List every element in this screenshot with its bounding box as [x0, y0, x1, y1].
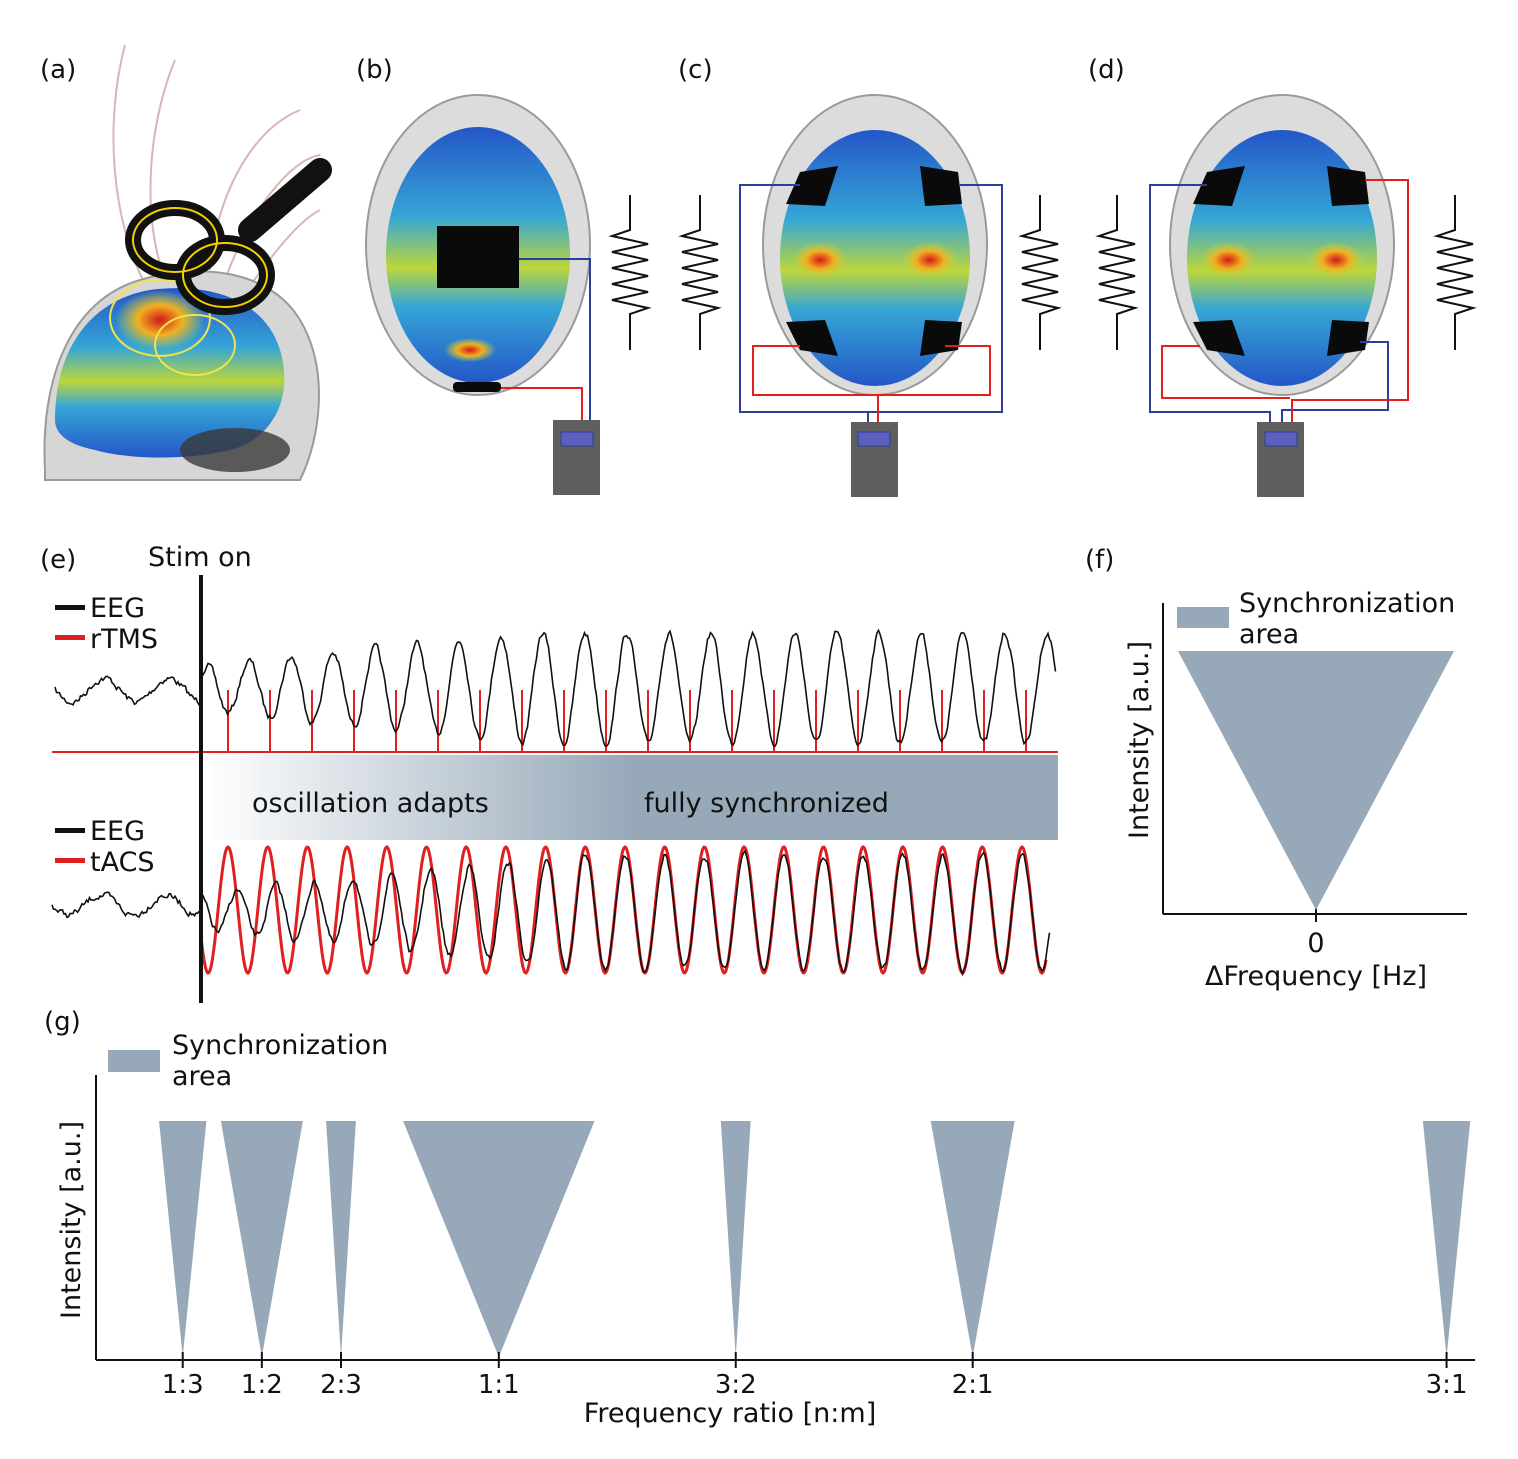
- panel-e-label: (e): [40, 545, 76, 575]
- legend-line-1: Synchronization: [172, 1030, 388, 1061]
- legend-bottom: EEG tACS: [55, 816, 155, 878]
- waveform-right: [1018, 195, 1062, 350]
- sync-band: [202, 755, 1058, 840]
- tms-coil-illustration: [43, 44, 332, 481]
- panel-c-label: (c): [678, 55, 713, 85]
- panel-d-label: (d): [1088, 55, 1125, 85]
- panel-a-label: (a): [40, 55, 76, 85]
- arnold-tongue-2-1: [930, 1121, 1015, 1357]
- wire-blue: [739, 184, 1003, 413]
- waveform: [608, 195, 652, 350]
- panel-g-label: (g): [44, 1007, 81, 1037]
- x-tick-label: 2:3: [320, 1370, 362, 1400]
- stimulator-device: [553, 420, 600, 495]
- eeg-trace-tacs: [51, 849, 1051, 977]
- waveform-right: [1433, 195, 1477, 350]
- x-tick-label: 1:2: [241, 1370, 283, 1400]
- x-tick-label: 0: [1307, 928, 1324, 959]
- legend-swatch: [108, 1050, 160, 1072]
- synchronization-area-panel: Synchronization area 0 ΔFrequency [Hz] I…: [1124, 588, 1467, 992]
- x-tick-label: 1:3: [162, 1370, 204, 1400]
- stim-on-label: Stim on: [148, 542, 252, 573]
- legend-swatch-tacs: [55, 858, 85, 863]
- x-axis-label: Frequency ratio [n:m]: [584, 1398, 876, 1429]
- band-label-synchronized: fully synchronized: [644, 788, 889, 819]
- legend-line-2: area: [1239, 619, 1299, 650]
- panel-b-label: (b): [356, 55, 393, 85]
- eeg-trace-rtms: [54, 628, 1057, 748]
- stimulator-screen: [560, 431, 594, 447]
- arnold-tongue-2-3: [326, 1121, 356, 1357]
- arnold-tongue-3-1: [1422, 1121, 1471, 1357]
- electrode-pad: [437, 226, 519, 288]
- legend-swatch-eeg: [55, 605, 85, 610]
- tdcs-single-electrode-illustration: [365, 94, 652, 495]
- y-axis-label: Intensity [a.u.]: [1124, 641, 1155, 839]
- legend-label-rtms: rTMS: [90, 624, 158, 655]
- band-label-adapts: oscillation adapts: [252, 788, 489, 819]
- tacs-sine-wave: [199, 845, 1048, 975]
- arnold-tongue-1-2: [220, 1121, 303, 1357]
- wire-red: [501, 387, 583, 420]
- legend-line-1: Synchronization: [1239, 588, 1455, 619]
- legend-top: EEG rTMS: [55, 593, 158, 655]
- stimulator-screen: [857, 431, 891, 447]
- panel-f-label: (f): [1085, 545, 1114, 575]
- legend-swatch: [1177, 607, 1229, 628]
- figure-eight-coil: [125, 158, 332, 315]
- x-tick-label: 2:1: [952, 1370, 994, 1400]
- arnold-tongue-3-2: [720, 1121, 751, 1357]
- arnold-tongue-1-1: [403, 1121, 595, 1357]
- electrode-pad-return: [453, 382, 501, 392]
- tacs-in-phase-illustration: [678, 94, 1062, 497]
- wire-red: [1291, 179, 1409, 422]
- y-axis-label: Intensity [a.u.]: [56, 1121, 87, 1319]
- arnold-tongue-1-3: [159, 1121, 207, 1357]
- x-axis-label: ΔFrequency [Hz]: [1205, 961, 1427, 992]
- wire-blue: [519, 258, 591, 420]
- entrainment-panel: oscillation adapts fully synchronized St…: [51, 542, 1058, 1003]
- wire-blue: [1149, 184, 1271, 422]
- waveform-left: [678, 195, 722, 350]
- waveform-left: [1095, 195, 1139, 350]
- legend-swatch-rtms: [55, 635, 85, 640]
- x-tick-label: 1:1: [478, 1370, 520, 1400]
- legend-label-eeg: EEG: [90, 593, 145, 624]
- legend-label-tacs: tACS: [90, 847, 155, 878]
- wire-red: [752, 345, 991, 396]
- x-tick-label: 3:1: [1426, 1370, 1468, 1400]
- legend-label-eeg: EEG: [90, 816, 145, 847]
- arnold-tongues-chart: 1:3 1:2 2:3 1:1 3:2 2:1 3:1 Synchronization ar…: [56, 1030, 1475, 1429]
- stimulator-screen: [1264, 431, 1298, 447]
- x-tick-label: 3:2: [715, 1370, 757, 1400]
- rtms-pulses: [227, 690, 1027, 752]
- arnold-tongue: [1178, 651, 1454, 910]
- legend-line-2: area: [172, 1061, 232, 1092]
- legend-swatch-eeg: [55, 828, 85, 833]
- tacs-anti-phase-illustration: [1095, 94, 1477, 497]
